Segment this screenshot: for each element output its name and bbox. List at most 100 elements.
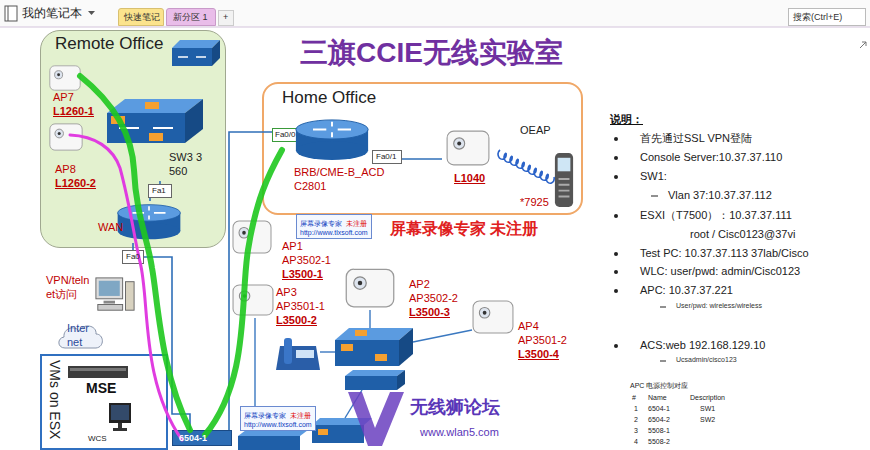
label: 首先通过SSL VPN登陆 bbox=[640, 132, 752, 146]
switch-icon-part bbox=[345, 370, 405, 376]
watermark: 未注册 bbox=[346, 219, 367, 228]
text-block: *7925 bbox=[520, 196, 549, 210]
multilayer-switch-icon-part bbox=[399, 328, 413, 366]
ip-phone-icon-part bbox=[276, 346, 320, 370]
node-label: AP3502-2 bbox=[409, 292, 458, 306]
label: 5508-1 bbox=[648, 427, 670, 436]
watermark: 未注册 bbox=[290, 411, 311, 420]
expand-icon-part bbox=[866, 42, 867, 46]
node-label: L3500-4 bbox=[518, 348, 567, 362]
label: User/pwd: wireless/wireless bbox=[676, 302, 762, 311]
text-block: 新分区 1 bbox=[173, 12, 208, 23]
expand-icon bbox=[860, 42, 866, 48]
node-label: AP4 bbox=[518, 320, 567, 334]
label: 6504-2 bbox=[648, 416, 670, 425]
node-label: MSE bbox=[86, 380, 116, 398]
ap-icon-part bbox=[233, 285, 273, 315]
label: 2 bbox=[634, 416, 638, 425]
node-label: AP7 bbox=[53, 91, 94, 105]
node-label: WCS bbox=[88, 434, 107, 444]
label: www.wlan5.com bbox=[420, 426, 499, 440]
bullet-part bbox=[614, 214, 618, 218]
label: root / Cisc0123@37vi bbox=[690, 228, 795, 242]
monitor-icon bbox=[108, 402, 132, 432]
dropdown-arrow bbox=[88, 11, 95, 15]
tab: 新分区 1 bbox=[166, 8, 216, 26]
sub-bullet-part bbox=[651, 196, 658, 197]
multilayer-switch-icon-part bbox=[335, 340, 399, 366]
ap-icon-part bbox=[473, 301, 513, 333]
text-block: Fa0/1 bbox=[376, 152, 396, 162]
node-label: + bbox=[223, 12, 228, 23]
node-label: AP3502-1 bbox=[282, 254, 331, 268]
access-point: AP7L1260-1 bbox=[43, 63, 118, 121]
node-label: Home Office bbox=[282, 87, 376, 108]
ap-icon bbox=[49, 65, 81, 91]
node-label: *7925 bbox=[520, 196, 549, 210]
node-label: AP8 bbox=[55, 163, 96, 177]
label: ACS:web 192.168.129.10 bbox=[640, 339, 765, 353]
phone-cord bbox=[498, 150, 554, 183]
port-box: Fa0/1 bbox=[372, 150, 402, 164]
pc-icon-part bbox=[126, 282, 135, 311]
label: 无线狮论坛 bbox=[410, 396, 500, 419]
ip-phone-icon bbox=[276, 338, 320, 370]
text-block: Internet bbox=[67, 322, 93, 350]
label: APC: 10.37.37.221 bbox=[640, 284, 733, 298]
node-label: L3500-3 bbox=[409, 306, 458, 320]
text-block: WAN bbox=[98, 221, 123, 235]
access-point: AP8L1260-2 bbox=[43, 119, 118, 193]
text-block: MSE bbox=[86, 380, 116, 398]
monitor-icon-part bbox=[118, 423, 122, 428]
office-region: Home OfficeFa0/0Fa0/1BRB/CME-B_ACD C2801… bbox=[262, 82, 583, 215]
cloud: Internet bbox=[55, 320, 105, 352]
ap-icon-part bbox=[447, 131, 489, 165]
node-label: AP3501-1 bbox=[276, 300, 325, 314]
connector bbox=[402, 158, 442, 160]
router-icon-part bbox=[296, 120, 368, 139]
router-icon-part bbox=[313, 122, 351, 137]
label: 3 bbox=[634, 427, 638, 436]
search-box: 搜索(Ctrl+E) bbox=[788, 8, 866, 26]
text-block: Fa1 bbox=[152, 186, 166, 196]
router-icon bbox=[294, 118, 370, 162]
ap-icon bbox=[345, 268, 395, 308]
node-label: Fa0/1 bbox=[376, 152, 396, 162]
text-block: 6504-1 bbox=[179, 433, 207, 444]
expand-icon-part bbox=[860, 42, 866, 48]
server: MSE bbox=[64, 364, 138, 402]
bullet-part bbox=[614, 344, 618, 348]
text-block: 搜索(Ctrl+E) bbox=[793, 12, 842, 23]
core-switch-icon bbox=[238, 430, 308, 450]
node-label: SW3 3560 bbox=[169, 151, 205, 179]
text-block: AP2AP3502-2L3500-3 bbox=[409, 278, 458, 319]
notebook-icon bbox=[5, 6, 17, 21]
router-icon-part bbox=[296, 141, 368, 160]
bullet-part bbox=[614, 175, 618, 179]
node-label: L1040 bbox=[454, 172, 485, 186]
text-block: OEAP bbox=[520, 124, 551, 138]
router-icon bbox=[116, 203, 182, 241]
port-box: Fa1 bbox=[148, 184, 172, 198]
text-block: Home Office bbox=[282, 87, 376, 108]
node-label: Internet bbox=[67, 322, 93, 350]
ap-icon bbox=[472, 300, 514, 334]
bullet-part bbox=[614, 270, 618, 274]
text-block: AP4AP3501-2L3500-4 bbox=[518, 320, 567, 361]
label: Description bbox=[690, 394, 725, 403]
text-block: AP8L1260-2 bbox=[55, 163, 96, 191]
ap-icon-part bbox=[55, 129, 64, 138]
expand-icon-part bbox=[862, 42, 866, 43]
connector bbox=[144, 257, 190, 430]
pc-icon-part bbox=[104, 301, 115, 304]
server-icon-part bbox=[68, 366, 128, 378]
watermark: 屏幕录像专家 bbox=[244, 411, 286, 420]
ap-icon-part bbox=[483, 311, 487, 315]
label: 屏幕录像专家 未注册 bbox=[390, 219, 538, 239]
notebook-icon-part bbox=[5, 6, 17, 21]
core-switch-icon-part bbox=[312, 425, 364, 443]
switch-icon bbox=[172, 40, 220, 66]
ip-phone-icon-part bbox=[296, 350, 314, 358]
ap-icon-part bbox=[454, 138, 465, 149]
switch-icon-part bbox=[172, 48, 212, 66]
